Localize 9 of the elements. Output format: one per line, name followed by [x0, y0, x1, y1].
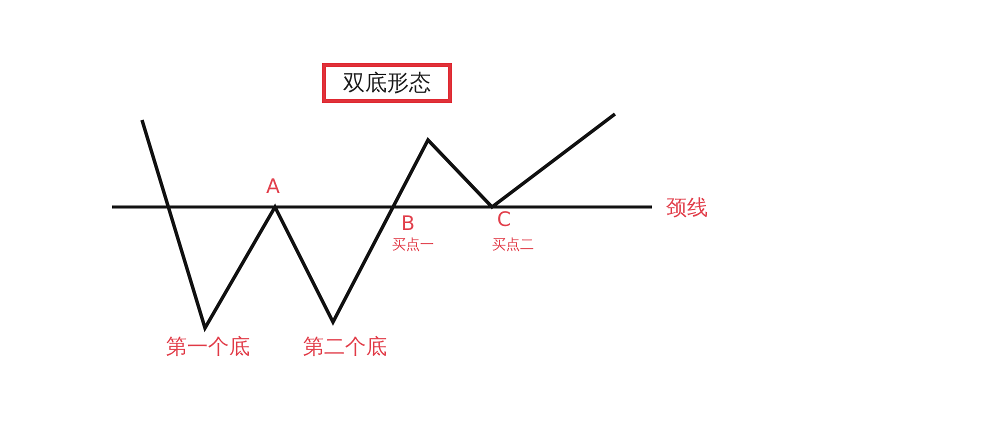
point-letter: C [497, 209, 511, 229]
neckline-label: 颈线 [666, 198, 708, 218]
point-letter: B [401, 213, 415, 233]
buy-point-label: 买点一 [392, 238, 434, 252]
point-letter: A [266, 176, 280, 196]
buy-point-label: 买点二 [492, 238, 534, 252]
bottom-label: 第一个底 [166, 336, 250, 358]
title-box: 双底形态 [322, 63, 452, 103]
bottom-label: 第二个底 [303, 336, 387, 358]
